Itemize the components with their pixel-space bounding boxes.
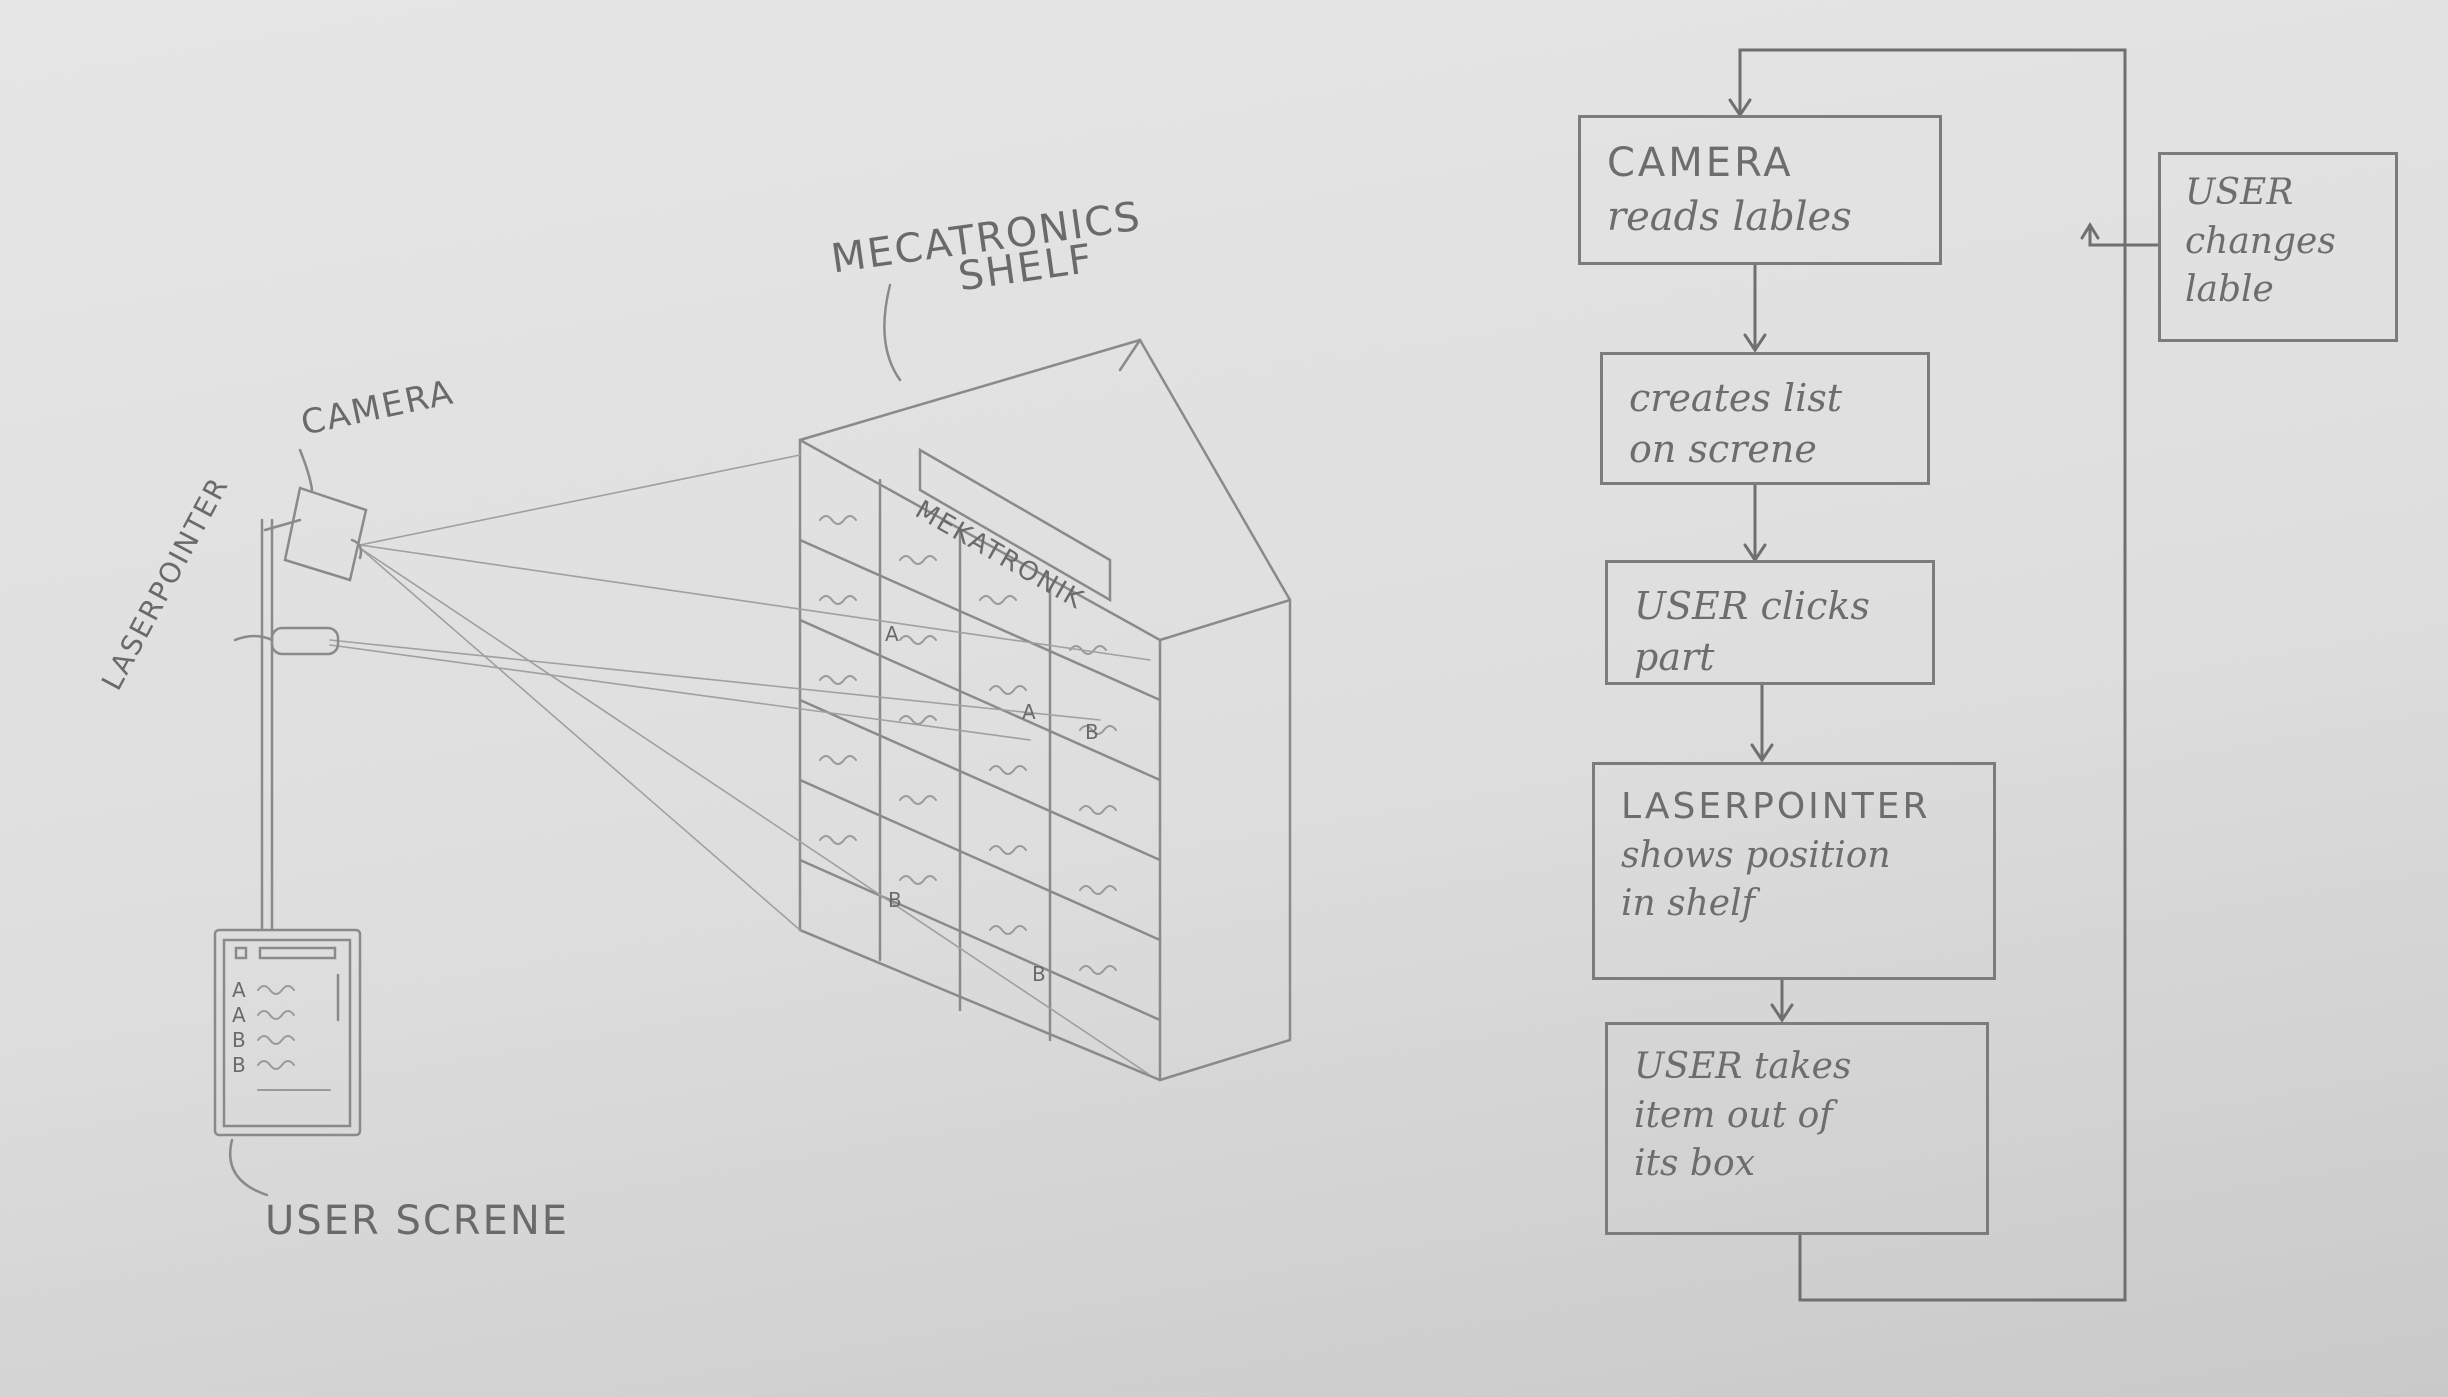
shelf-mark-b1: B	[1085, 720, 1101, 744]
shelf-mark-b2: B	[888, 888, 904, 912]
user-screen-label: USER SCRENE	[265, 1198, 570, 1244]
flow-step-camera-reads: CAMERA reads lables	[1578, 115, 1942, 265]
flow-step-user-takes: USER takes item out of its box	[1605, 1022, 1989, 1235]
camera-device	[263, 486, 368, 582]
screen-row-a2: A	[232, 1003, 248, 1027]
flow-step-laserpointer: LASERPOINTER shows position in shelf	[1592, 762, 1996, 980]
shelf-leader	[883, 283, 902, 382]
screen-row-b1: B	[232, 1028, 248, 1052]
shelf-mark-b3: B	[1032, 962, 1048, 986]
flow-step-user-clicks: USER clicks part	[1605, 560, 1935, 685]
laserpointer-device	[233, 626, 340, 656]
camera-leader	[298, 448, 314, 492]
screen-row-a1: A	[232, 978, 248, 1002]
shelf-mark-a2: A	[1022, 700, 1038, 724]
camera-rays	[329, 454, 1151, 1076]
shelf-mark-a1: A	[885, 622, 901, 646]
flowchart-connectors	[1728, 48, 2160, 1302]
flow-side-user-changes: USER changes lable	[2158, 152, 2398, 342]
user-screen-device	[213, 928, 362, 1197]
mechatronics-shelf	[798, 338, 1292, 1082]
pole	[260, 518, 274, 932]
screen-row-b2: B	[232, 1053, 248, 1077]
flow-step-creates-list: creates list on screne	[1600, 352, 1930, 485]
